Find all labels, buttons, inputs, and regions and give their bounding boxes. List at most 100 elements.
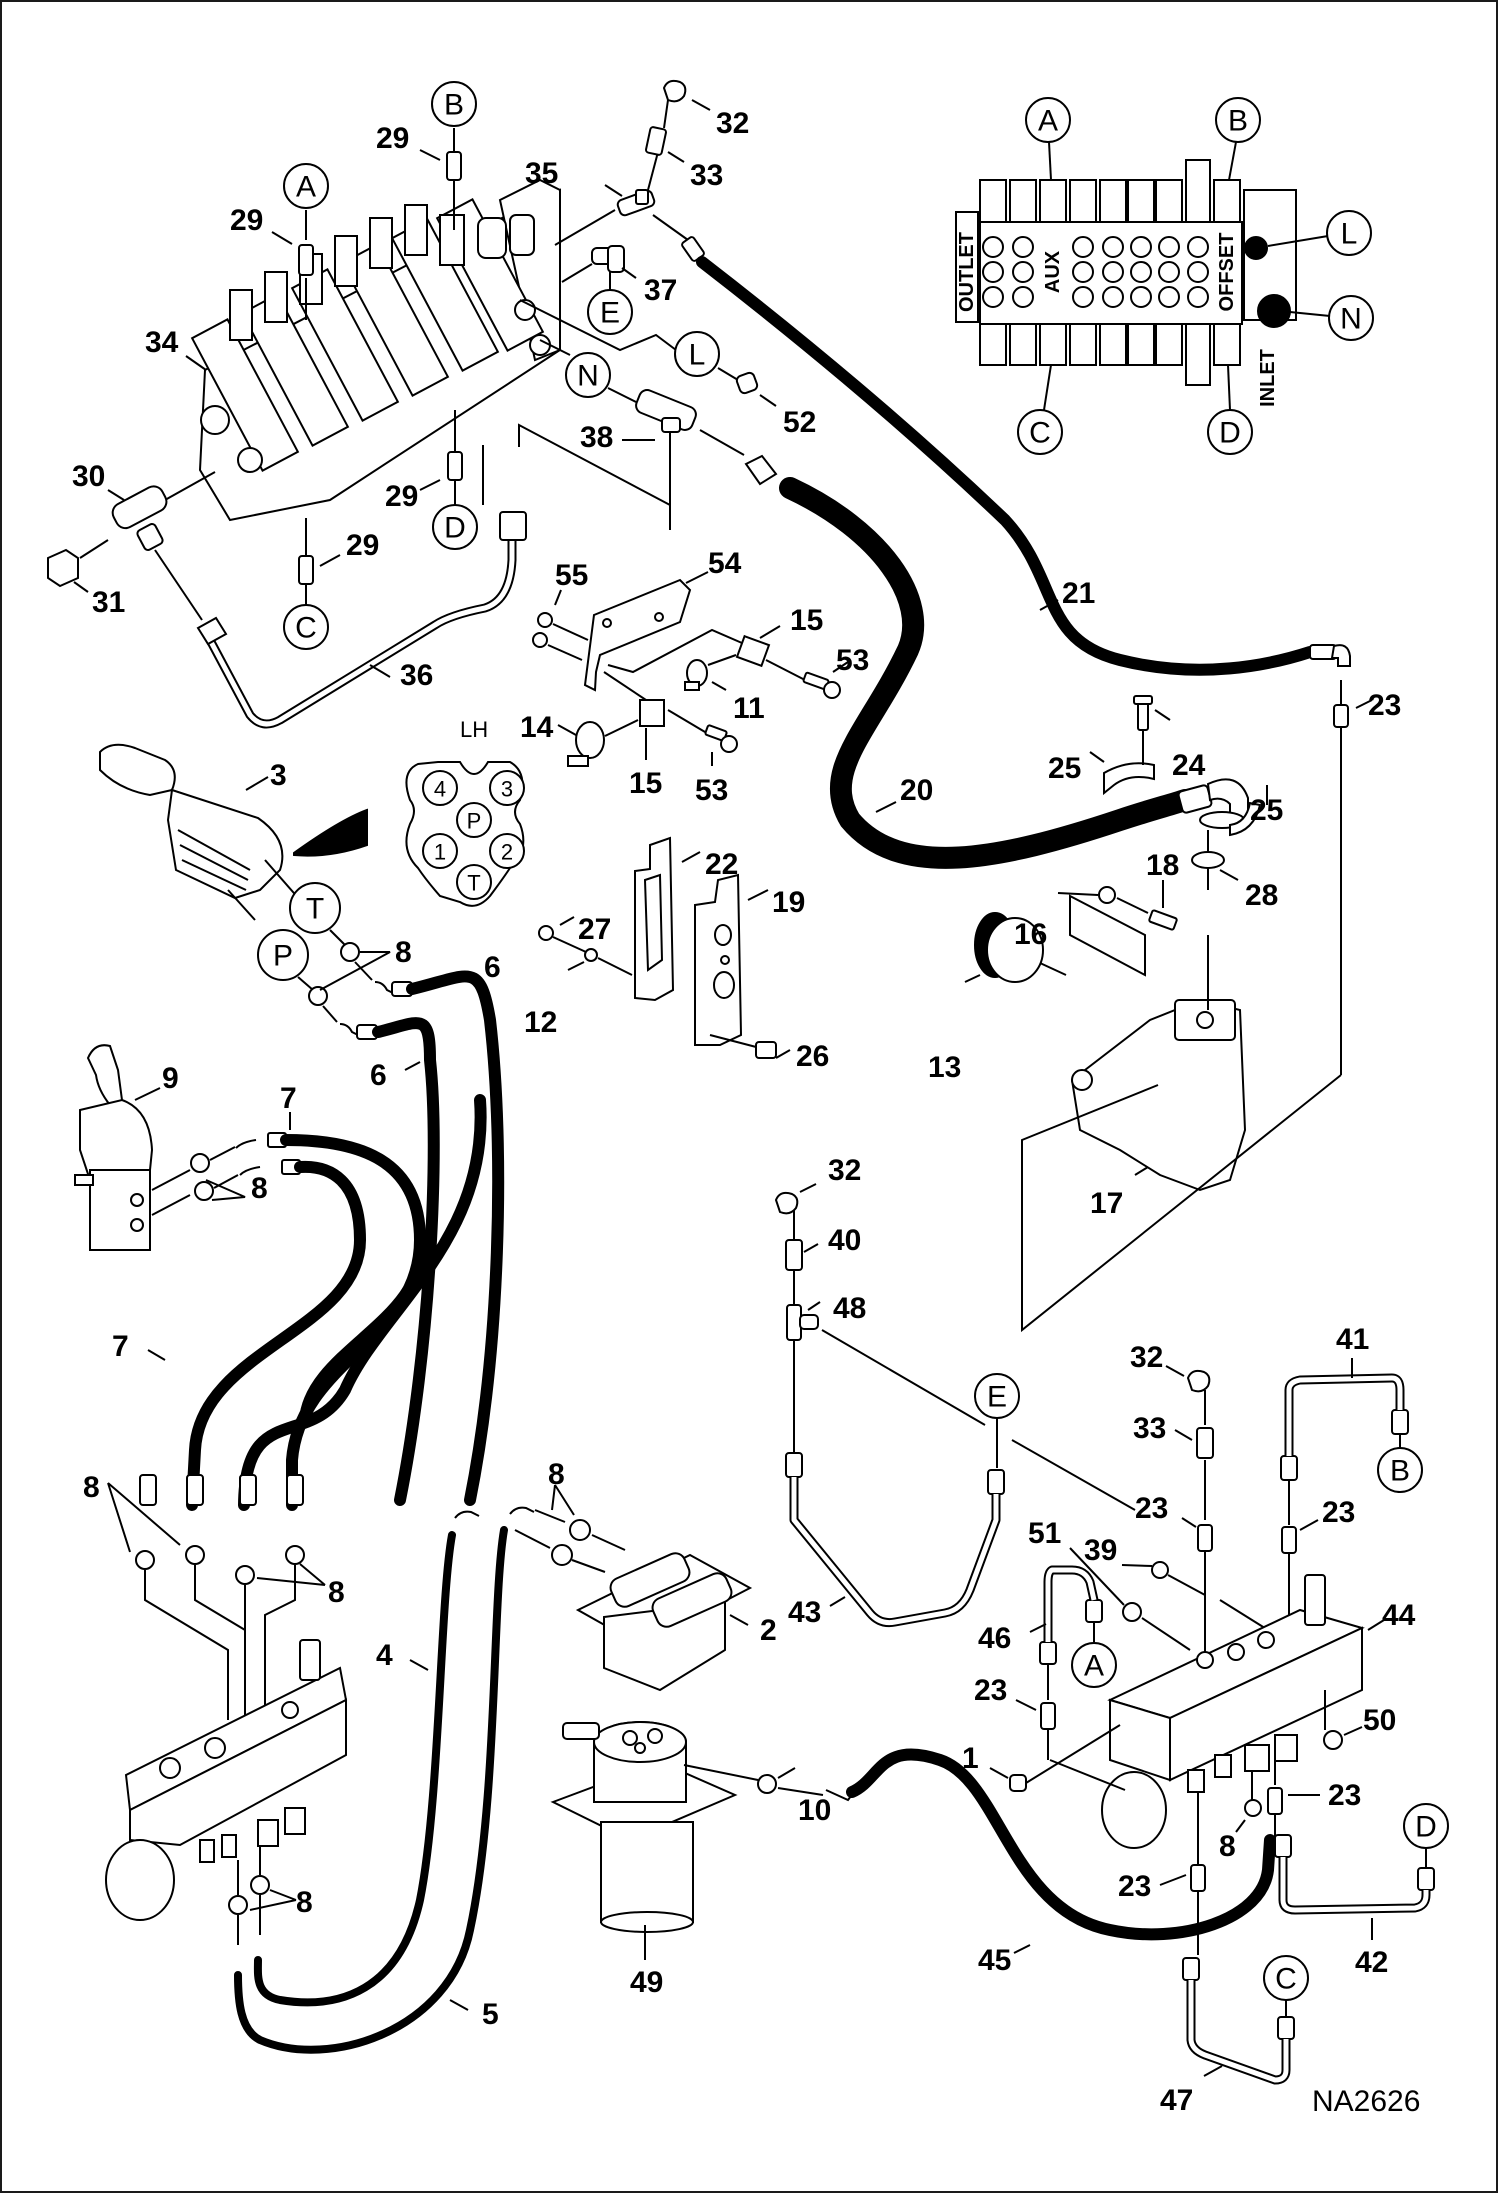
port-label-l: L bbox=[689, 339, 706, 372]
valve-inset: OUTLET AUX OFFSET INLET A B C D L N bbox=[955, 97, 1374, 455]
inset-port-label-l: L bbox=[1341, 218, 1358, 251]
tube-36-leader bbox=[518, 423, 671, 506]
bolt-53-lower bbox=[704, 724, 738, 766]
bolt-26 bbox=[709, 1034, 791, 1059]
tube-46 bbox=[1029, 1565, 1103, 1700]
callout-29: 29 bbox=[376, 122, 409, 155]
port-n-top: N bbox=[539, 339, 637, 403]
clamp-11 bbox=[684, 654, 737, 691]
hose-21 bbox=[652, 214, 1351, 706]
callout-12: 12 bbox=[524, 1006, 557, 1039]
callout-40: 40 bbox=[828, 1224, 861, 1257]
port-l-dot bbox=[1244, 236, 1268, 260]
tube-42 bbox=[1274, 1834, 1435, 1940]
callout-9: 9 bbox=[162, 1062, 179, 1095]
port-label-t: T bbox=[306, 893, 324, 926]
tube-47 bbox=[1182, 1957, 1295, 2085]
joystick-9 bbox=[74, 1044, 191, 1251]
callout-8: 8 bbox=[395, 936, 412, 969]
callout-23: 23 bbox=[974, 1674, 1007, 1707]
port-label-a: A bbox=[296, 171, 316, 204]
callout-18: 18 bbox=[1146, 849, 1179, 882]
fitting-29-c bbox=[298, 555, 314, 585]
tube-43 bbox=[785, 1452, 1005, 1628]
callout-23: 23 bbox=[1368, 689, 1401, 722]
callout-2: 2 bbox=[760, 1614, 777, 1647]
port-b-fitting-group: B 29 bbox=[376, 81, 477, 230]
callout-24: 24 bbox=[1172, 749, 1206, 782]
callout-29: 29 bbox=[385, 480, 418, 513]
connector-pin-3: 3 bbox=[501, 777, 513, 802]
pump-17 bbox=[1070, 830, 1247, 1192]
left-manifold bbox=[105, 1639, 348, 1921]
port-c-fitting-group: C 29 bbox=[283, 518, 379, 650]
joystick-3 bbox=[99, 743, 284, 900]
connector-side-label: LH bbox=[460, 717, 488, 742]
joystick-3-ports: T P bbox=[227, 859, 391, 1023]
callout-44: 44 bbox=[1382, 1599, 1416, 1632]
callout-48: 48 bbox=[833, 1292, 866, 1325]
cap-31 bbox=[47, 539, 109, 588]
callout-34: 34 bbox=[145, 326, 179, 359]
inset-pointer bbox=[293, 808, 368, 857]
callout-33: 33 bbox=[690, 159, 723, 192]
callout-15: 15 bbox=[629, 767, 662, 800]
port-circle-b bbox=[431, 81, 477, 127]
callout-55: 55 bbox=[555, 559, 588, 592]
left-manifold-fittings-8 bbox=[107, 1474, 326, 1720]
port-label-b: B bbox=[444, 89, 464, 122]
port-l-top: L bbox=[519, 299, 739, 381]
callout-23: 23 bbox=[1322, 1496, 1355, 1529]
plug-52 bbox=[735, 371, 759, 395]
adapter-33-right bbox=[1174, 1427, 1214, 1520]
callout-32: 32 bbox=[1130, 1341, 1163, 1374]
oring-28 bbox=[1191, 851, 1239, 881]
callout-30: 30 bbox=[72, 460, 105, 493]
hoses-4-5 bbox=[234, 1506, 535, 2054]
clamp-14 bbox=[557, 719, 639, 767]
callout-54: 54 bbox=[708, 547, 742, 580]
tee-fitting-35 bbox=[554, 189, 656, 246]
port-label-c: C bbox=[295, 612, 317, 645]
spool-caps bbox=[229, 204, 535, 341]
port-label-d: D bbox=[1415, 1811, 1437, 1844]
callout-33: 33 bbox=[1133, 1412, 1166, 1445]
callout-25: 25 bbox=[1048, 752, 1081, 785]
clamp-15-lower bbox=[603, 671, 706, 760]
callout-8: 8 bbox=[83, 1471, 100, 1504]
port-a-fitting-group: A 29 bbox=[230, 163, 329, 320]
port-e-top: E bbox=[587, 272, 633, 335]
callout-3: 3 bbox=[270, 759, 287, 792]
port-label-n: N bbox=[577, 360, 599, 393]
port-label-d: D bbox=[444, 512, 466, 545]
callout-6: 6 bbox=[370, 1059, 387, 1092]
callout-15: 15 bbox=[790, 604, 823, 637]
callout-35: 35 bbox=[525, 157, 558, 190]
plug-1 bbox=[989, 1724, 1121, 1792]
callout-8: 8 bbox=[1219, 1830, 1236, 1863]
travel-valve-2 bbox=[514, 1484, 753, 1692]
drawing-id: NA2626 bbox=[1312, 2085, 1420, 2118]
callout-25: 25 bbox=[1250, 794, 1283, 827]
tube-36 bbox=[154, 445, 527, 729]
nut-27-washer-12 bbox=[538, 916, 633, 976]
callout-8: 8 bbox=[548, 1458, 565, 1491]
port-c-right: C bbox=[1263, 1955, 1309, 2001]
fitting-29-b bbox=[446, 151, 462, 181]
callout-28: 28 bbox=[1245, 879, 1278, 912]
cover-13 bbox=[964, 912, 1067, 983]
callout-43: 43 bbox=[788, 1596, 821, 1629]
callout-17: 17 bbox=[1090, 1187, 1123, 1220]
hoses-7 bbox=[147, 1094, 487, 1511]
bracket-54 bbox=[583, 571, 709, 692]
callout-5: 5 bbox=[482, 1998, 499, 2031]
section-label-aux: AUX bbox=[1042, 250, 1064, 293]
adapter-33 bbox=[645, 126, 667, 191]
port-label-a: A bbox=[1084, 1650, 1104, 1683]
connector-pin-2: 2 bbox=[501, 840, 513, 865]
adapter-23-right-a bbox=[1181, 1517, 1213, 1660]
port-label-c: C bbox=[1275, 1963, 1297, 1996]
swivel-joint-49 bbox=[550, 1721, 738, 1960]
cap-32-right bbox=[1165, 1365, 1211, 1425]
port-label-b: B bbox=[1390, 1455, 1410, 1488]
